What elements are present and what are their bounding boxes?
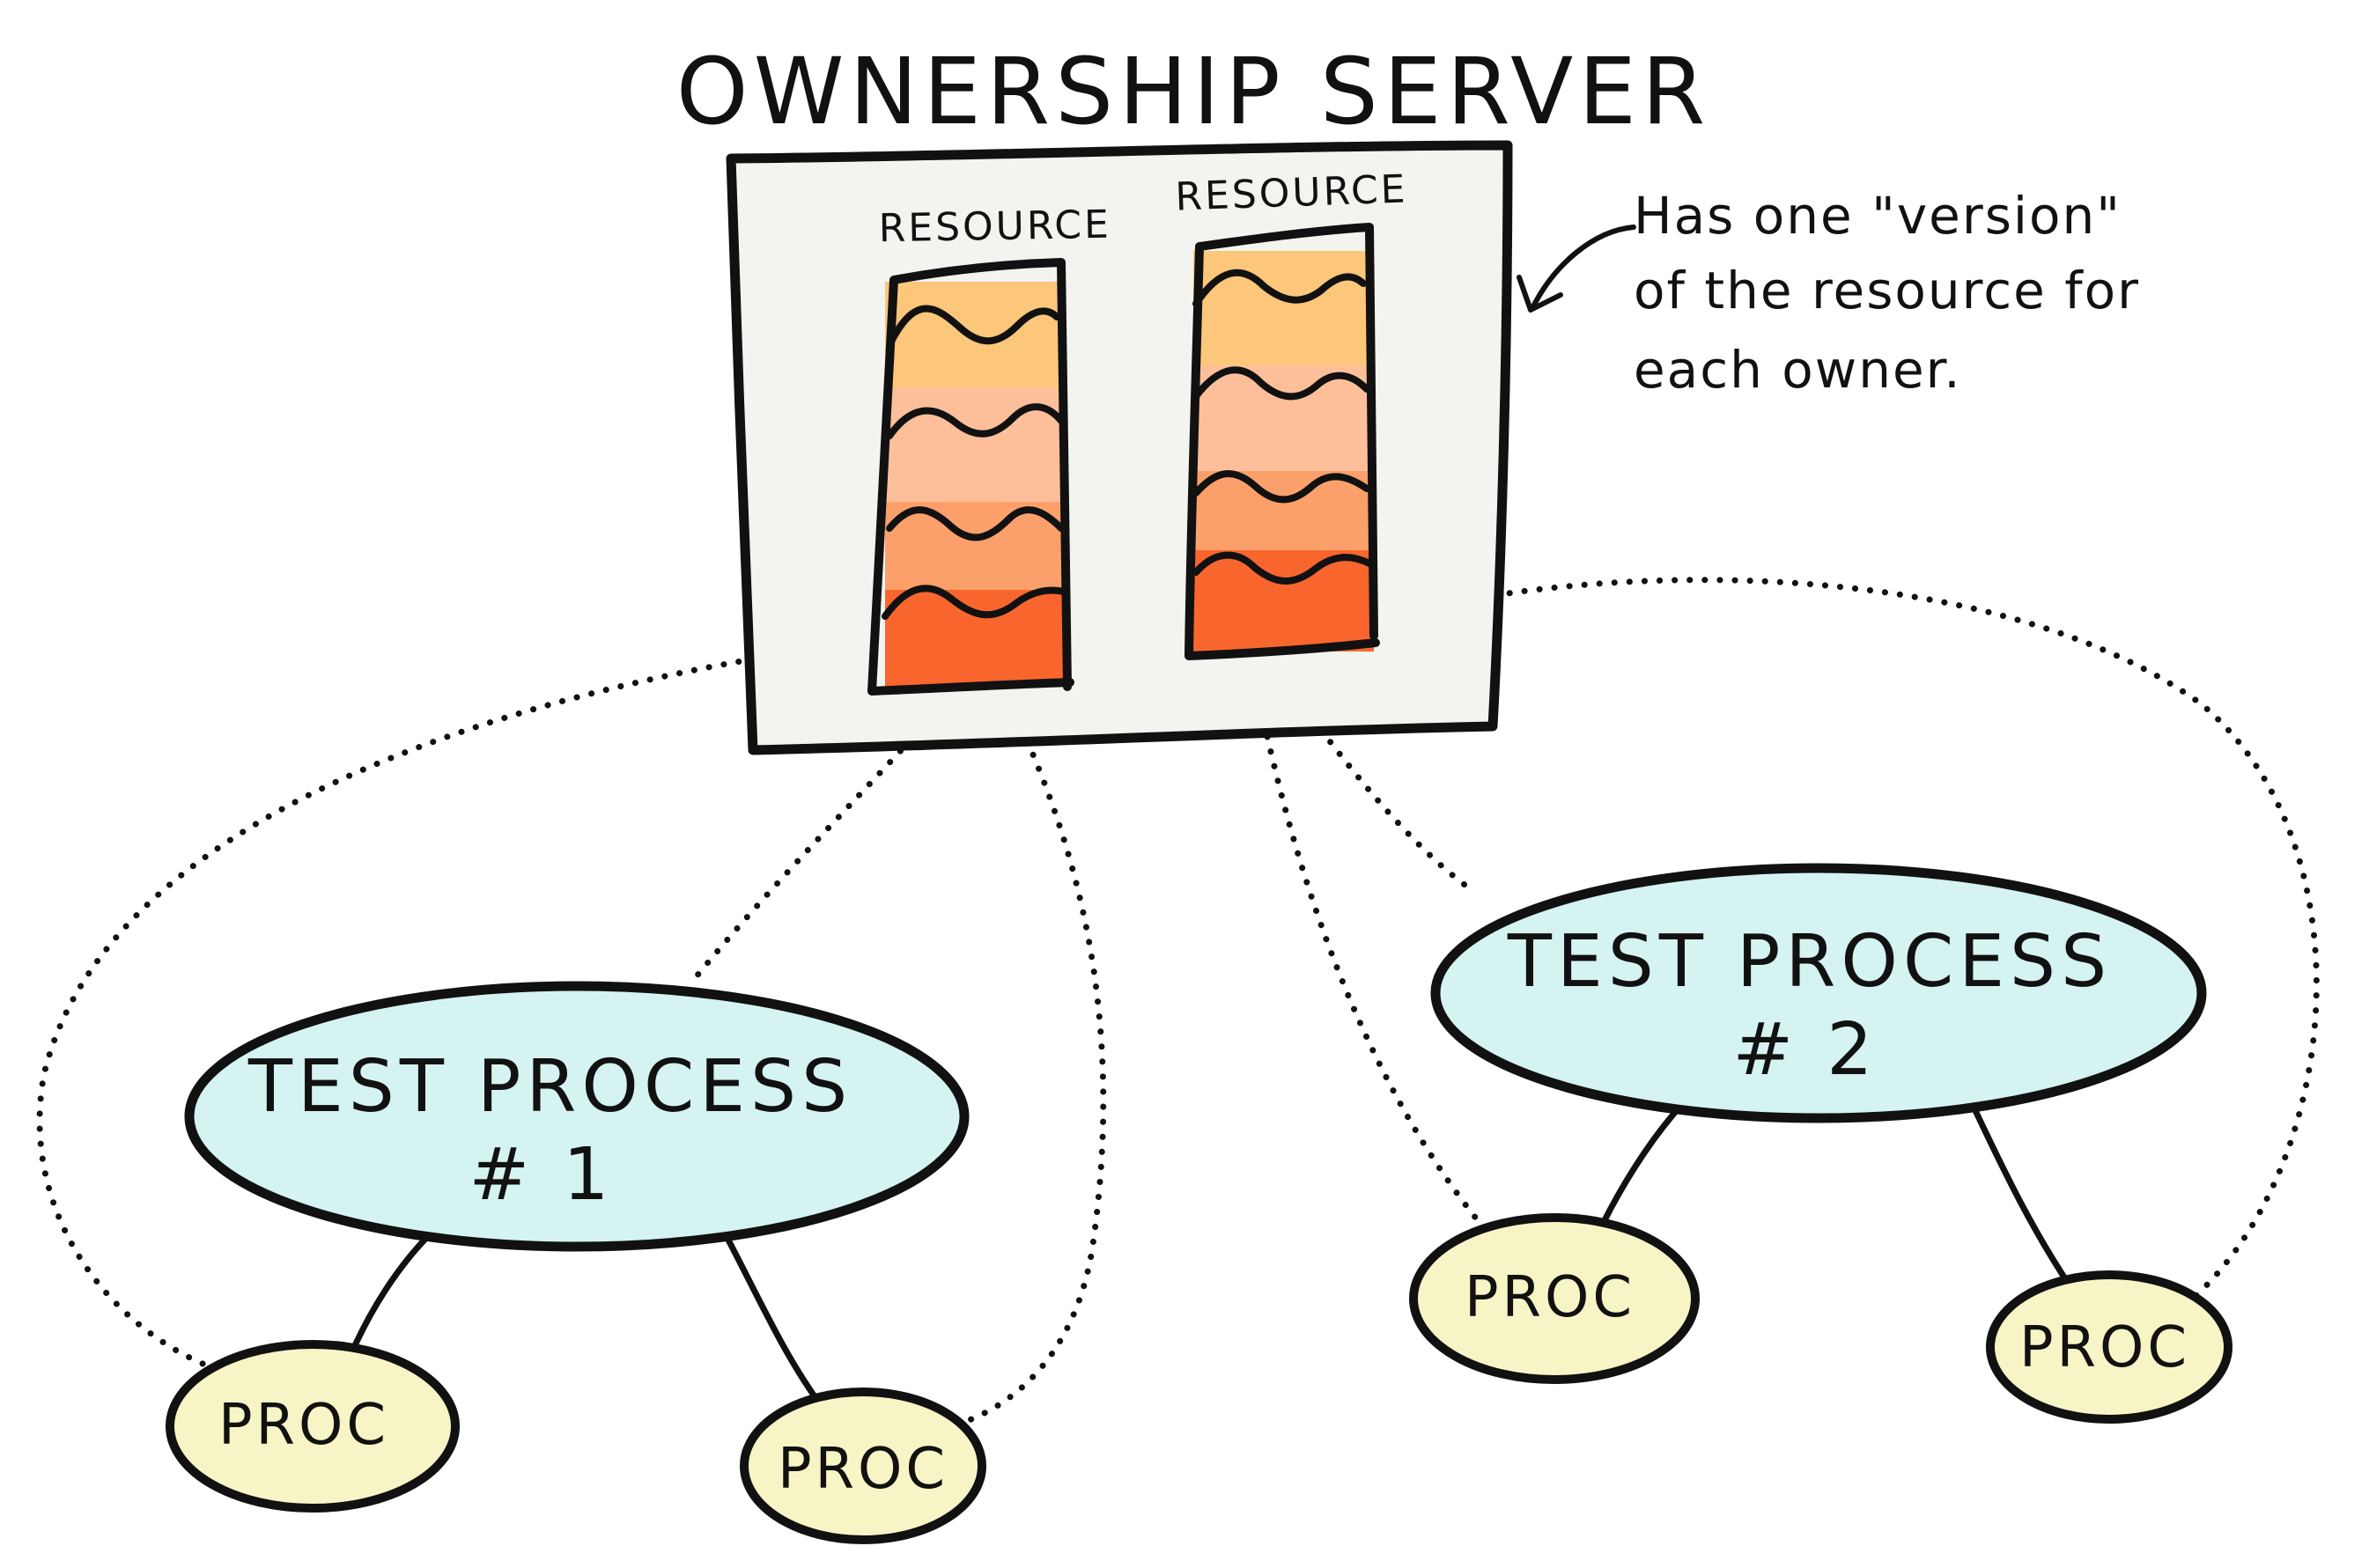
solid-connections [349,1101,2073,1412]
resource-2-wave-4 [1192,551,1373,585]
resource-1-wave-1 [886,305,1060,349]
test-process-2: TEST PROCESS # 2 [1430,863,2207,1123]
proc-1-ellipse [166,1340,460,1513]
test-process-1-ellipse [184,981,970,1252]
dotted-link-r1-proc-1 [36,644,831,1377]
resource-2-wave-3 [1192,470,1370,504]
ownership-server: RESOURCE RESOURCE [726,140,1513,755]
dotted-link-r2-proc-3 [1251,674,1487,1232]
test-process-1: TEST PROCESS # 1 [184,981,970,1252]
resource-2-wave-1 [1192,269,1367,307]
test-process-1-line-1: TEST PROCESS [247,1045,852,1129]
dotted-link-r2-proc-4 [1388,577,2320,1302]
resource-2-layer-2 [1193,365,1374,471]
note-line-2: of the resource for [1634,261,2140,320]
proc-4-ellipse [1986,1270,2232,1424]
line-process-2-proc-3 [1599,1106,1681,1227]
proc-2: PROC [740,1388,986,1544]
proc-3-ellipse [1409,1213,1700,1384]
proc-3-label: PROC [1465,1265,1635,1330]
proc-1-label: PROC [218,1393,389,1458]
resource-1-layer-3 [885,502,1066,590]
note-line-3: each owner. [1634,340,1962,400]
note-arrowhead [1517,275,1563,313]
resource-2-layer-4 [1193,550,1374,651]
resource-1-outline [867,258,1074,696]
resource-1-wave-2 [886,403,1065,439]
proc-1: PROC [166,1340,460,1513]
resource-2: RESOURCE [1175,166,1409,660]
resource-2-wave-2 [1192,366,1370,401]
test-process-2-line-2: # 2 [1733,1008,1878,1092]
note-arrow [1530,225,1636,311]
resource-1-layer-4 [885,590,1066,687]
test-process-2-line-1: TEST PROCESS [1507,920,2112,1004]
line-process-2-proc-4 [1969,1101,2073,1289]
resource-1-wave-3 [886,506,1065,541]
proc-4-label: PROC [2019,1315,2190,1380]
proc-2-label: PROC [778,1437,948,1502]
proc-4: PROC [1986,1270,2232,1424]
test-process-2-ellipse [1430,863,2207,1123]
test-process-1-line-2: # 1 [469,1133,615,1217]
resource-2-outline [1184,223,1380,660]
proc-2-ellipse [740,1388,986,1544]
resource-1-label: RESOURCE [878,202,1111,252]
line-process-1-proc-2 [719,1225,827,1412]
line-process-1-proc-1 [349,1229,435,1355]
resource-1-wave-4 [882,585,1067,620]
resource-2-layer-3 [1193,471,1374,550]
server-box [726,140,1513,755]
note-line-1: Has one "version" [1634,186,2122,246]
dotted-link-r1-proc-2 [948,696,1107,1430]
server-note: Has one "version" of the resource for ea… [1517,186,2140,400]
diagram-title: OWNERSHIP SERVER [676,38,1711,145]
resource-1: RESOURCE [867,202,1111,696]
resource-2-layer-1 [1193,251,1374,365]
proc-3: PROC [1409,1213,1700,1384]
resource-2-label: RESOURCE [1175,166,1409,219]
